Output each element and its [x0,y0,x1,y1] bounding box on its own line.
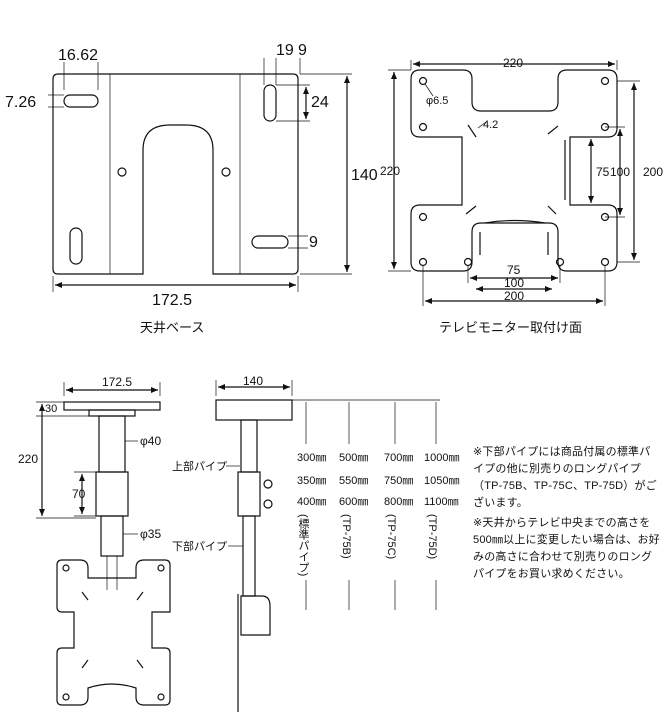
tv-mount-drawing [388,60,640,306]
dim-tv-top: 220 [503,56,523,70]
len-d-c: 1100㎜ [424,496,459,508]
len-std-a: 300㎜ [297,452,326,464]
dim-tv-b75: 75 [507,263,521,277]
len-c-b: 750㎜ [384,475,413,487]
dim-slot: 4.2 [483,119,498,131]
len-std-name: (標準パイプ) [297,514,310,576]
dim-tv-r200: 200 [643,165,663,179]
dim-phi35: φ35 [140,527,161,541]
pipe-length-columns: 300㎜ 350㎜ 400㎜ (標準パイプ) 500㎜ 550㎜ 600㎜ (T… [297,452,459,576]
dim-base-height: 140 [351,167,378,184]
len-b-c: 600㎜ [339,496,368,508]
dim-hole: φ6.5 [426,95,448,107]
len-b-b: 550㎜ [339,475,368,487]
tv-mount-caption: テレビモニター取付け面 [439,320,582,335]
dim-phi40: φ40 [140,434,161,448]
note-long-pipe: ※下部パイプには商品付属の標準パイプの他に別売りのロングパイプ（TP-75B、T… [473,446,657,509]
dim-19: 19 [276,42,294,59]
len-b-a: 500㎜ [339,452,368,464]
dim-asm-70: 70 [72,487,86,501]
label-lower-pipe: 下部パイプ [172,539,227,553]
len-d-a: 1000㎜ [424,452,459,464]
dim-tv-r100: 100 [610,165,630,179]
dim-tv-b100: 100 [504,276,524,290]
dim-slot-width: 16.62 [58,47,98,64]
len-c-name: (TP-75C) [385,514,397,559]
dim-9-top: 9 [298,42,307,59]
side-assembly-drawing [215,380,440,712]
dim-tv-r75: 75 [596,165,610,179]
len-std-c: 400㎜ [297,496,326,508]
len-c-a: 700㎜ [384,452,413,464]
len-std-b: 350㎜ [297,475,326,487]
dim-9-bottom: 9 [309,234,318,251]
len-b-name: (TP-75B) [340,514,352,559]
dim-side-width: 140 [243,374,263,388]
dim-base-width: 172.5 [152,292,192,309]
dim-tv-b200: 200 [504,289,524,303]
len-d-name: (TP-75D) [426,514,438,559]
note-height-change: ※天井からテレビ中央までの高さを500㎜以上に変更したい場合は、お好みの高さに合… [473,517,660,580]
ceiling-base-drawing [48,58,352,292]
label-upper-pipe: 上部パイプ [172,459,227,473]
dim-asm-width: 172.5 [102,375,132,389]
dim-asm-30: 30 [45,403,57,415]
dim-slot-height: 7.26 [5,94,36,111]
len-d-b: 1050㎜ [424,475,459,487]
dim-asm-220: 220 [18,452,38,466]
front-assembly-drawing [36,382,171,706]
ceiling-base-caption: 天井ベース [140,320,204,335]
dim-24: 24 [311,94,329,111]
dim-tv-left: 220 [380,164,400,178]
len-c-c: 800㎜ [384,496,413,508]
